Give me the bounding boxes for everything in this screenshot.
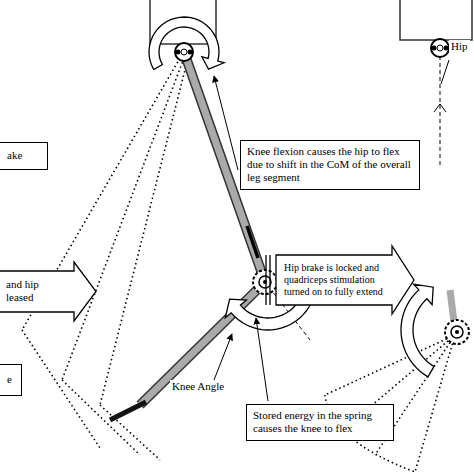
spring [247,226,258,258]
knee-joint [445,320,469,344]
node-text: Knee flexion causes the hip to flex due … [247,145,413,185]
node-text: Hip brake is locked and quadriceps stimu… [284,262,384,298]
note-box: ake [0,142,48,170]
hip-housing [400,0,472,40]
rotation-arrows [149,17,434,377]
equals-bar [269,255,270,305]
action-arrow: and hip leased [0,262,96,321]
rotation-arrow [149,17,224,69]
hip-joint [175,43,193,61]
node-text: Stored energy in the spring causes the k… [253,409,387,435]
foot [110,402,146,420]
part-label: Hip [449,40,470,53]
rotation-arrow [401,284,434,377]
knee-joint [253,270,277,294]
note-box: Knee flexion causes the hip to flex due … [240,140,420,190]
arrow-outline [0,262,96,321]
dotted-leg-positions [22,58,188,460]
arrow-outline [276,246,414,314]
equals-bar [265,255,266,305]
part-label: Knee Angle [170,380,226,393]
node-text: and hip leased [6,278,58,304]
note-box: e [0,364,22,396]
action-arrow: Hip brake is locked and quadriceps stimu… [264,246,414,314]
locked-thigh-line [440,56,441,168]
brake-mark [434,104,446,112]
node-text: ake [7,149,41,162]
note-box: Stored energy in the spring causes the k… [246,404,394,441]
leader-arrows [214,60,449,401]
hip-joint [431,39,449,57]
node-text: e [7,373,17,386]
